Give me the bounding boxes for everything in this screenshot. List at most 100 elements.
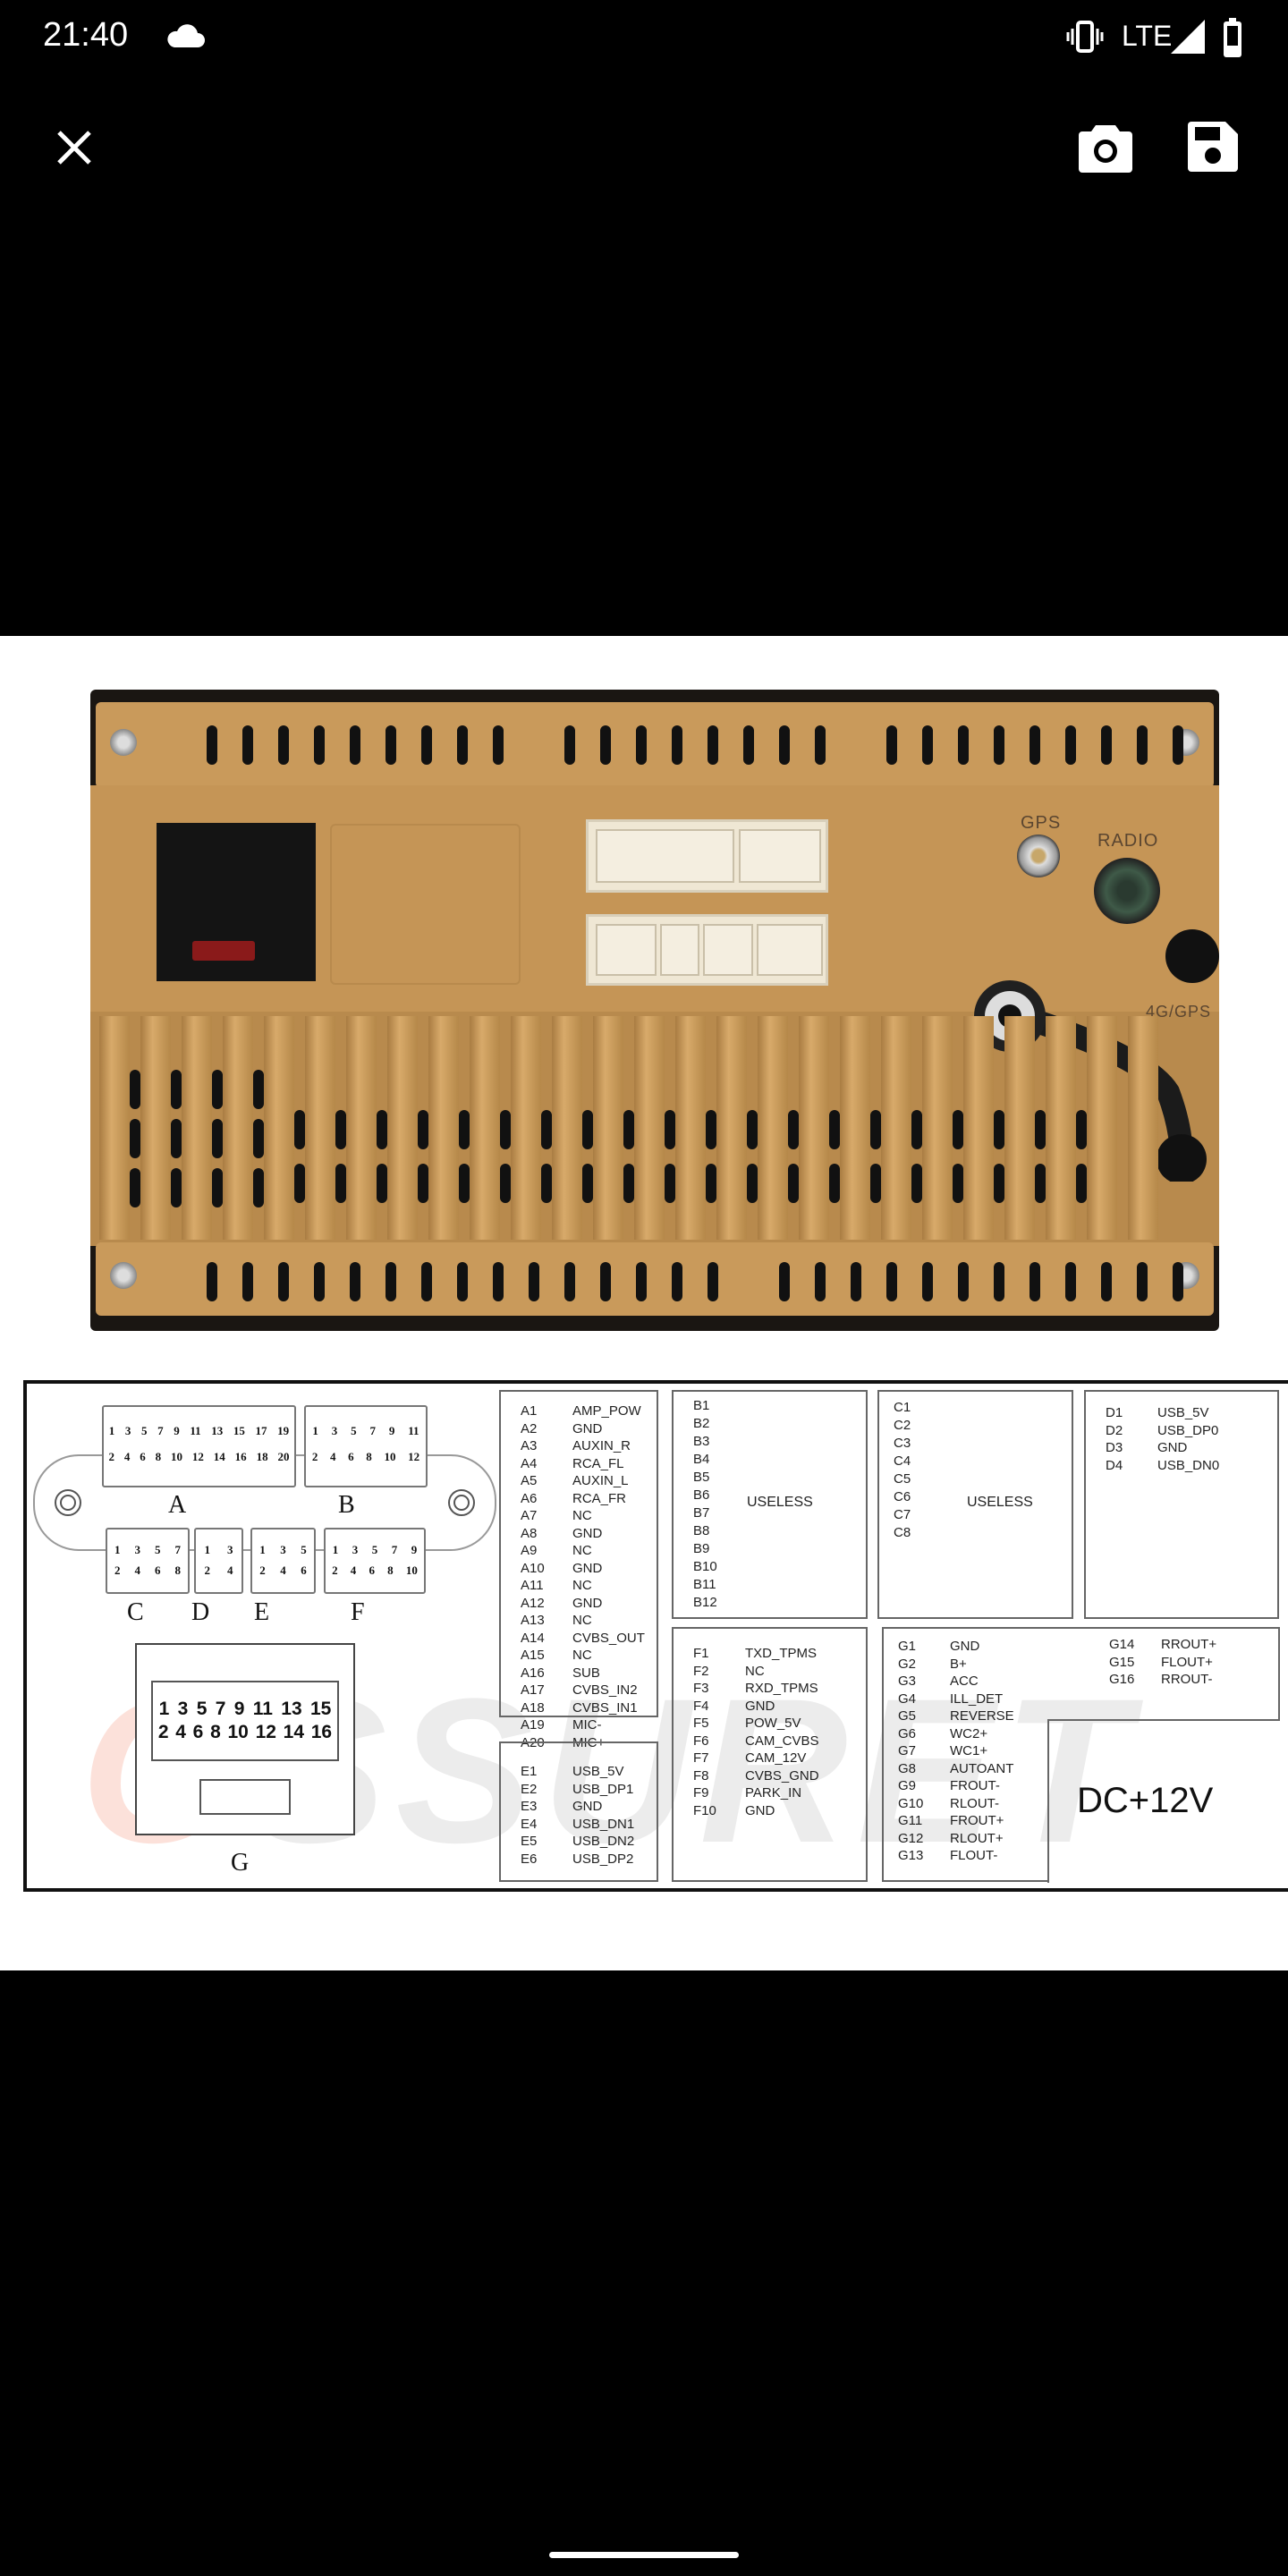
heatsink-fin: [387, 1016, 418, 1240]
4g-port-hole: [1165, 929, 1219, 983]
pin-id: A8: [521, 1525, 538, 1541]
pin-id: F9: [693, 1785, 709, 1801]
pin-number: 3: [227, 1543, 233, 1557]
pin-row: B10: [693, 1558, 745, 1576]
vent-slot: [922, 1262, 933, 1301]
gps-antenna-port: [1017, 835, 1060, 877]
pin-function: RXD_TPMS: [745, 1681, 818, 1696]
camera-icon[interactable]: [1078, 122, 1133, 174]
pin-id: F5: [693, 1716, 709, 1731]
home-indicator[interactable]: [549, 2552, 739, 2558]
pin-function: NC: [745, 1663, 765, 1679]
vent-slot: [665, 1164, 675, 1203]
heatsink-fin: [881, 1016, 911, 1240]
pin-id: B5: [693, 1470, 710, 1485]
pin-function: FLOUT+: [1161, 1654, 1213, 1670]
vent-slot: [386, 1262, 396, 1301]
vent-slot: [1137, 1262, 1148, 1301]
vent-slot: [1035, 1164, 1046, 1203]
vent-slot: [672, 725, 682, 765]
4g-gps-label: 4G/GPS: [1146, 1003, 1212, 1021]
pin-number: 4: [175, 1722, 186, 1742]
pin-function: NC: [572, 1613, 592, 1628]
pin-id: A18: [521, 1699, 545, 1716]
vent-slot: [314, 725, 325, 765]
pin-number: 5: [371, 1543, 378, 1557]
pin-id: G14: [1109, 1637, 1135, 1652]
pin-function: RROUT+: [1161, 1637, 1217, 1652]
vent-slot: [953, 1110, 963, 1149]
pin-id: D4: [1106, 1457, 1123, 1473]
heatsink-fin: [428, 1016, 459, 1240]
vent-slot: [1101, 1262, 1112, 1301]
vent-slot: [130, 1119, 140, 1158]
vent-slot: [541, 1164, 552, 1203]
pin-id: F1: [693, 1646, 709, 1661]
pin-function: RCA_FR: [572, 1490, 627, 1506]
vent-slot: [994, 1110, 1004, 1149]
vent-slot: [529, 1262, 539, 1301]
vent-slot: [421, 1262, 432, 1301]
pin-number: 14: [213, 1449, 225, 1463]
vent-slot: [600, 725, 611, 765]
vent-slot: [953, 1164, 963, 1203]
pin-function: FROUT+: [950, 1813, 1004, 1828]
pin-number: 5: [196, 1699, 208, 1719]
pin-number: 20: [277, 1449, 290, 1463]
pin-id: B2: [693, 1416, 710, 1431]
pin-id: A12: [521, 1595, 545, 1611]
pin-id: B3: [693, 1434, 710, 1449]
pin-id: G13: [898, 1848, 924, 1863]
connector-d-label: D: [191, 1598, 210, 1626]
pin-number: 2: [114, 1563, 121, 1577]
pin-number: 7: [157, 1424, 164, 1438]
pin-function: GND: [572, 1560, 603, 1576]
pin-id: E2: [521, 1781, 538, 1797]
heatsink-fin: [840, 1016, 870, 1240]
pin-id: D3: [1106, 1440, 1123, 1455]
pin-id: A10: [521, 1560, 545, 1576]
vent-slot: [994, 1262, 1004, 1301]
vent-slot: [788, 1164, 799, 1203]
pin-number: 2: [204, 1563, 211, 1577]
vent-slot: [922, 725, 933, 765]
save-icon[interactable]: [1188, 122, 1238, 172]
pin-row: C8: [894, 1524, 945, 1542]
vent-slot: [171, 1070, 182, 1109]
pin-function: GND: [572, 1799, 603, 1814]
vent-slot: [851, 1262, 861, 1301]
pin-function: NC: [572, 1578, 592, 1593]
pin-number: 4: [329, 1449, 336, 1463]
vent-slot: [377, 1164, 387, 1203]
connector-c-label: C: [127, 1598, 144, 1626]
pin-id: F4: [693, 1698, 709, 1714]
vent-slot: [1101, 725, 1112, 765]
pin-number: 3: [124, 1424, 131, 1438]
vent-slot: [706, 1164, 716, 1203]
pin-function: CVBS_GND: [745, 1767, 819, 1784]
vent-slot: [500, 1110, 511, 1149]
vent-slot: [294, 1164, 305, 1203]
close-icon[interactable]: [55, 129, 93, 166]
pin-row: B12: [693, 1594, 745, 1612]
